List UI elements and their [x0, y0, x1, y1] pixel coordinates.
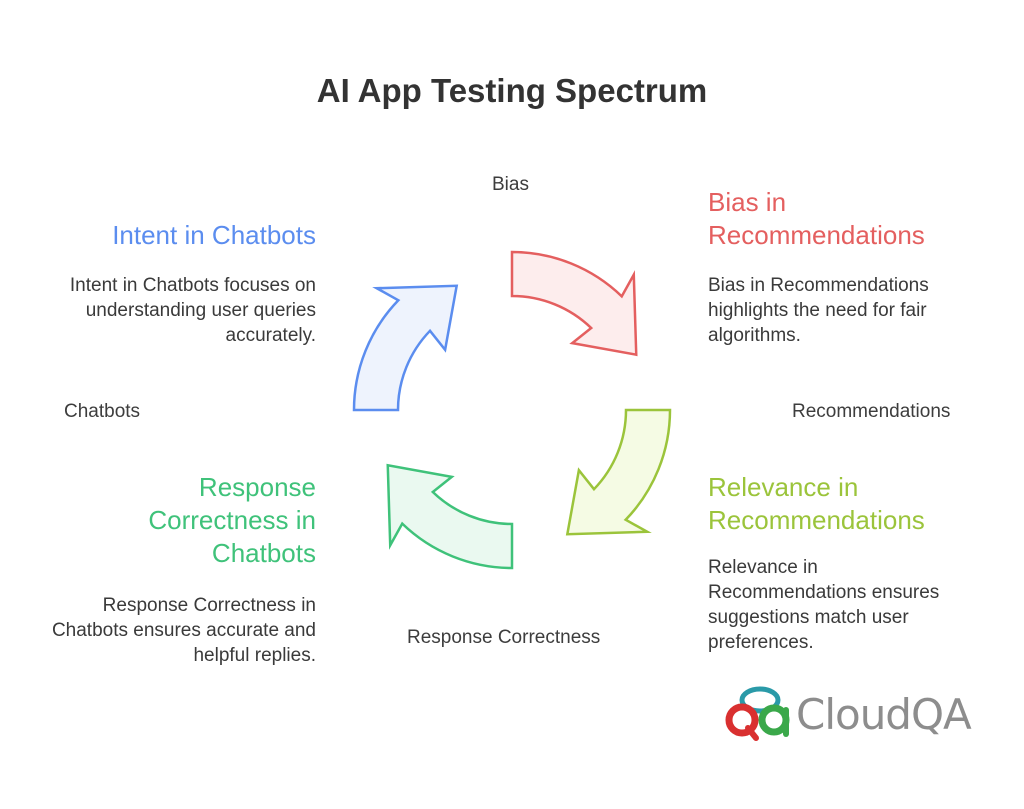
desc-relevance-in-recommendations: Relevance in Recommendations ensures sug…	[708, 557, 940, 653]
page-title: AI App Testing Spectrum	[316, 72, 708, 109]
axis-label-bottom: Response Correctness	[407, 627, 601, 648]
cloudqa-logo: CloudQA	[724, 686, 974, 746]
desc-bias-in-recommendations: Bias in Recommendations highlights the n…	[708, 275, 929, 346]
desc-intent-in-chatbots: Intent in Chatbots focuses on understand…	[69, 275, 316, 346]
cycle-segment-relevance	[565, 408, 672, 536]
cloudqa-logo-mark-icon	[725, 686, 790, 741]
cloudqa-logo-text: CloudQA	[796, 690, 972, 739]
axis-label-right: Recommendations	[792, 401, 951, 422]
axis-label-top: Bias	[492, 174, 529, 195]
heading-response-correctness-in-chatbots: Response Correctness in Chatbots	[148, 472, 316, 568]
axis-label-left: Chatbots	[64, 401, 141, 422]
heading-bias-in-recommendations: Bias in Recommendations	[708, 187, 925, 250]
heading-relevance-in-recommendations: Relevance in Recommendations	[708, 472, 925, 535]
cycle-segment-bias	[510, 250, 638, 357]
heading-intent-in-chatbots: Intent in Chatbots	[112, 220, 316, 250]
desc-response-correctness-in-chatbots: Response Correctness in Chatbots ensures…	[51, 595, 316, 666]
cycle-segment-response-correctness	[386, 463, 514, 570]
cycle-segment-intent	[352, 284, 459, 412]
